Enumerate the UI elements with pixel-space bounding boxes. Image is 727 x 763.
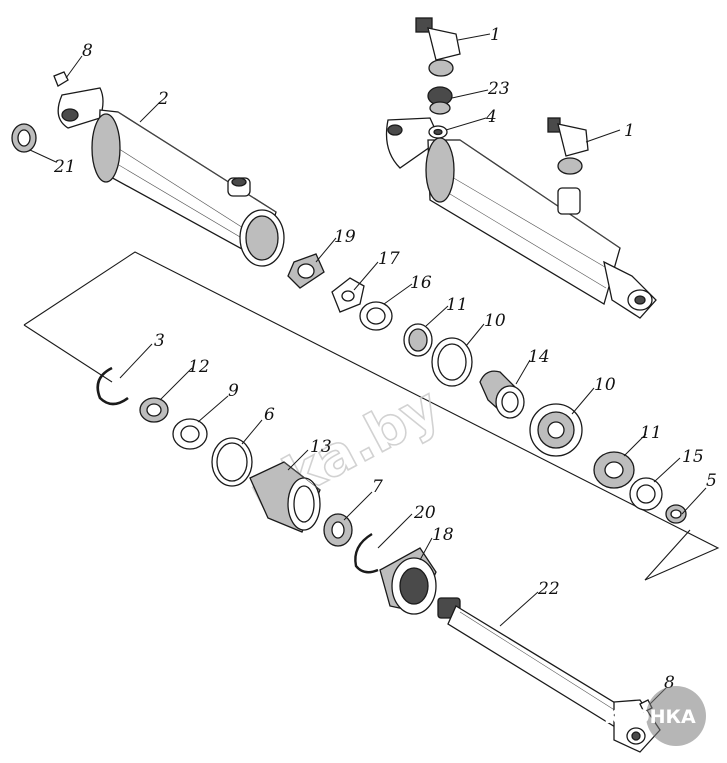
part-10-seal-upper <box>431 337 473 387</box>
callout-15: 15 <box>682 447 704 467</box>
part-13-piston <box>249 461 321 533</box>
callout-13: 13 <box>310 437 332 457</box>
brand-logo: КРОНКА <box>604 686 706 746</box>
part-3-snap-ring <box>96 366 129 406</box>
part-12-ring <box>139 397 169 423</box>
callout-18: 18 <box>432 525 454 545</box>
part-8-grease-nipple-top <box>53 71 69 87</box>
callout-10-lower: 10 <box>594 375 616 395</box>
part-6-o-ring <box>211 437 253 487</box>
callout-2: 2 <box>157 89 169 109</box>
logo-text: КРОНКА <box>604 706 696 728</box>
cylinder-right <box>385 117 657 319</box>
callout-14: 14 <box>528 347 550 367</box>
leader-lines <box>29 33 707 705</box>
callout-10-upper: 10 <box>484 311 506 331</box>
callout-3: 3 <box>154 331 165 351</box>
assembly-frame <box>23 251 720 581</box>
callout-11-lower: 11 <box>640 423 662 443</box>
callout-labels: 1 1 2 3 4 5 6 7 8 8 9 10 10 11 11 12 13 … <box>53 25 717 693</box>
callout-23: 23 <box>487 79 510 99</box>
callout-21: 21 <box>53 157 76 177</box>
part-1-elbow-fitting-right <box>547 117 589 175</box>
callout-12: 12 <box>188 357 210 377</box>
part-17-lock-washer <box>331 277 365 313</box>
callout-1-top: 1 <box>490 25 501 45</box>
part-11-washer-lower <box>593 451 635 489</box>
callout-11-upper: 11 <box>446 295 468 315</box>
part-9-washer <box>172 418 208 450</box>
part-4-washer <box>428 125 448 139</box>
callout-16: 16 <box>410 273 432 293</box>
part-22-piston-rod <box>437 597 661 753</box>
part-15-washer <box>629 477 663 511</box>
part-19-slotted-nut <box>287 253 325 289</box>
part-21-bushing <box>11 123 37 153</box>
part-10-seal-lower <box>529 403 583 457</box>
part-23-adapter <box>427 86 453 115</box>
part-16-washer <box>359 301 393 331</box>
callout-9: 9 <box>228 381 239 401</box>
callout-5: 5 <box>706 471 717 491</box>
part-11-ring-upper <box>403 323 433 357</box>
callout-17: 17 <box>378 249 400 269</box>
callout-19: 19 <box>334 227 356 247</box>
part-20-circlip <box>354 532 379 574</box>
callout-4: 4 <box>485 107 497 127</box>
callout-1-right: 1 <box>624 121 635 141</box>
callout-7: 7 <box>372 477 383 497</box>
callout-8-top: 8 <box>82 41 93 61</box>
callout-20: 20 <box>413 503 436 523</box>
part-18-rod-guide <box>379 547 437 615</box>
callout-8-bottom: 8 <box>664 673 675 693</box>
part-2-cylinder-left <box>57 87 285 267</box>
callout-6: 6 <box>264 405 275 425</box>
part-14-guide-bushing <box>479 370 525 419</box>
part-5-nut <box>665 504 687 524</box>
part-7-piston-nut <box>323 513 353 547</box>
part-1-elbow-fitting-top <box>415 17 461 77</box>
callout-22: 22 <box>537 579 560 599</box>
